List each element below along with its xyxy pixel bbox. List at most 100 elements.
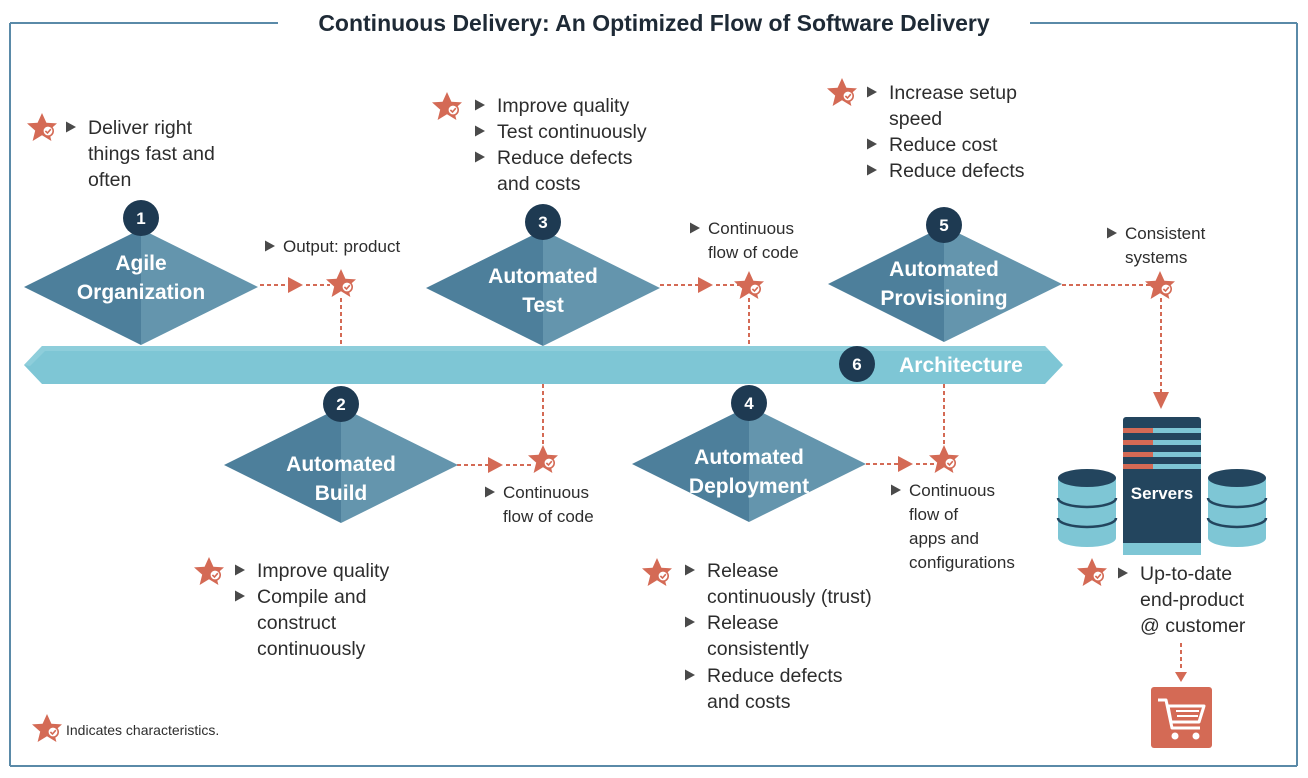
architecture-number-badge bbox=[839, 346, 875, 382]
bullet-arrow-icon bbox=[1118, 567, 1128, 579]
connector-arrowheads bbox=[288, 277, 1187, 682]
test-output: Continuous flow of code bbox=[690, 219, 799, 262]
agile-label-line2: Organization bbox=[77, 281, 205, 304]
star-check-icon bbox=[826, 77, 858, 107]
provision-number-badge bbox=[926, 207, 962, 243]
bullet-text: Compile and bbox=[257, 586, 366, 608]
servers-characteristics: Up-to-date end-product @ customer bbox=[1118, 563, 1246, 637]
star-check-icon bbox=[193, 556, 225, 586]
deploy-number: 4 bbox=[744, 394, 754, 413]
deploy-output: Continuous flow of apps and configuratio… bbox=[891, 481, 1015, 572]
output-text: Continuous bbox=[909, 481, 995, 500]
build-label-line2: Build bbox=[315, 482, 368, 505]
bullet-arrow-icon bbox=[867, 86, 877, 98]
output-text: Continuous bbox=[503, 483, 589, 502]
star-check-icon bbox=[527, 444, 559, 474]
test-characteristics: Improve quality Test continuously Reduce… bbox=[475, 95, 647, 195]
bullet-text: things fast and bbox=[88, 143, 215, 165]
bullet-arrow-icon bbox=[265, 240, 275, 252]
frame bbox=[9, 22, 1298, 767]
bullet-text: construct bbox=[257, 612, 337, 634]
bullet-text: speed bbox=[889, 108, 942, 130]
bullet-arrow-icon bbox=[867, 164, 877, 176]
bullet-arrow-icon bbox=[685, 669, 695, 681]
test-label-line1: Automated bbox=[488, 265, 598, 288]
database-icon bbox=[1056, 469, 1118, 547]
output-text: Continuous bbox=[708, 219, 794, 238]
output-text: apps and bbox=[909, 529, 979, 548]
provision-label-line2: Provisioning bbox=[880, 287, 1007, 310]
build-label-line1: Automated bbox=[286, 453, 396, 476]
bullet-text: and costs bbox=[707, 691, 791, 713]
agile-number-badge bbox=[123, 200, 159, 236]
bullet-text: Reduce cost bbox=[889, 134, 998, 156]
shopping-cart-icon bbox=[1151, 687, 1212, 748]
output-text: flow of code bbox=[503, 507, 594, 526]
bullet-arrow-icon bbox=[235, 564, 245, 576]
bullet-text: Release bbox=[707, 612, 779, 634]
bullet-arrow-icon bbox=[235, 590, 245, 602]
diamond-build bbox=[224, 407, 458, 523]
star-check-icon bbox=[641, 557, 673, 587]
bullet-text: Reduce defects bbox=[497, 147, 633, 169]
agile-characteristics: Deliver right things fast and often bbox=[66, 117, 215, 191]
bullet-text: Improve quality bbox=[257, 560, 389, 582]
bullet-text: Release bbox=[707, 560, 779, 582]
diamond-deploy bbox=[632, 406, 866, 522]
bullet-text: Test continuously bbox=[497, 121, 647, 143]
connectors bbox=[260, 284, 1182, 670]
legend-text: Indicates characteristics. bbox=[66, 722, 219, 738]
bullet-text: continuously (trust) bbox=[707, 586, 872, 608]
bullet-text: consistently bbox=[707, 638, 809, 660]
diamond-provision bbox=[828, 226, 1062, 342]
bullet-text: Increase setup bbox=[889, 82, 1017, 104]
bullet-arrow-icon bbox=[891, 484, 901, 496]
bullet-arrow-icon bbox=[475, 151, 485, 163]
diamond-test bbox=[426, 230, 660, 346]
bullet-text: end-product bbox=[1140, 589, 1245, 611]
bullet-text: and costs bbox=[497, 173, 581, 195]
provision-label-line1: Automated bbox=[889, 258, 999, 281]
architecture-label: Architecture bbox=[899, 354, 1023, 377]
bullet-arrow-icon bbox=[685, 564, 695, 576]
bullet-arrow-icon bbox=[685, 616, 695, 628]
bullet-arrow-icon bbox=[485, 486, 495, 498]
test-label-line2: Test bbox=[522, 294, 564, 317]
bullet-arrow-icon bbox=[690, 222, 700, 234]
output-text: Consistent bbox=[1125, 224, 1206, 243]
star-check-icon bbox=[31, 713, 63, 743]
agile-number: 1 bbox=[136, 209, 145, 228]
bullet-text: Reduce defects bbox=[707, 665, 843, 687]
bullet-arrow-icon bbox=[867, 138, 877, 150]
star-check-icon bbox=[325, 268, 357, 298]
diamond-agile bbox=[24, 229, 258, 345]
bullet-text: Reduce defects bbox=[889, 160, 1025, 182]
star-check-icon bbox=[26, 112, 58, 142]
test-number-badge bbox=[525, 204, 561, 240]
provision-output: Consistent systems bbox=[1107, 224, 1206, 267]
bullet-arrow-icon bbox=[475, 99, 485, 111]
server-icon bbox=[1123, 417, 1201, 555]
agile-output: Output: product bbox=[265, 237, 400, 256]
database-icon bbox=[1206, 469, 1268, 547]
build-characteristics: Improve quality Compile and construct co… bbox=[235, 560, 389, 660]
bullet-arrow-icon bbox=[1107, 227, 1117, 239]
provision-number: 5 bbox=[939, 216, 948, 235]
architecture-number: 6 bbox=[852, 355, 861, 374]
output-text: Output: product bbox=[283, 237, 400, 256]
bullet-text: continuously bbox=[257, 638, 366, 660]
build-number-badge bbox=[323, 386, 359, 422]
bullet-text: Deliver right bbox=[88, 117, 193, 139]
agile-label-line1: Agile bbox=[115, 252, 166, 275]
output-text: configurations bbox=[909, 553, 1015, 572]
deploy-number-badge bbox=[731, 385, 767, 421]
output-text: flow of code bbox=[708, 243, 799, 262]
bullet-arrow-icon bbox=[66, 121, 76, 133]
test-number: 3 bbox=[538, 213, 547, 232]
star-check-icon bbox=[928, 444, 960, 474]
star-check-icon bbox=[1144, 270, 1176, 300]
deploy-label-line1: Automated bbox=[694, 446, 804, 469]
bullet-text: Improve quality bbox=[497, 95, 629, 117]
star-check-icon bbox=[733, 270, 765, 300]
